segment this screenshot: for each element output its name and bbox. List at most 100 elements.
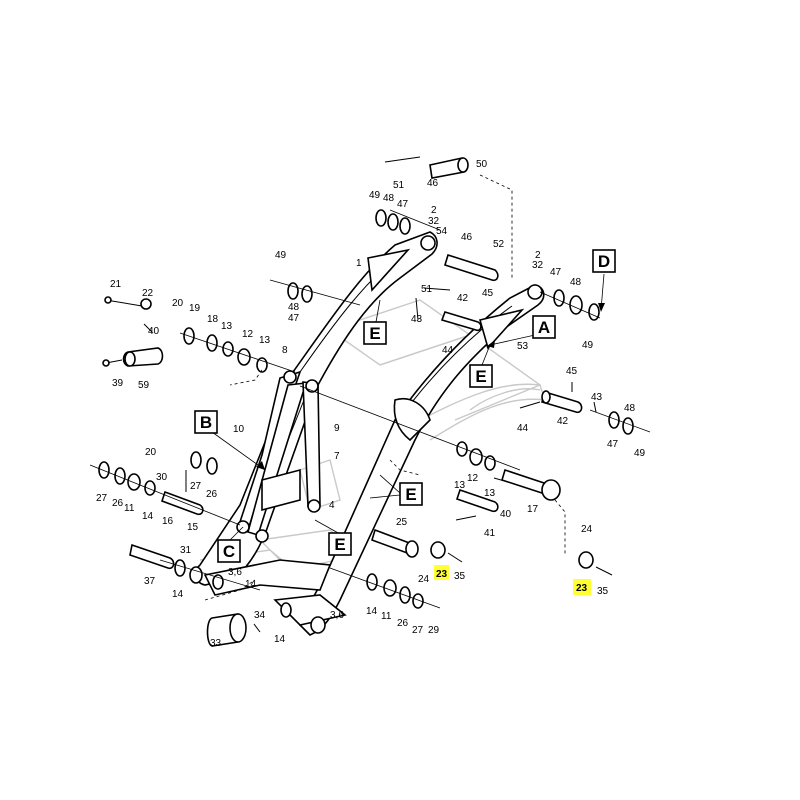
part-label-highlighted: 23 [576, 583, 588, 594]
alignment-lines [89, 174, 651, 609]
part-label: 11 [124, 503, 135, 514]
part-label: 10 [233, 424, 245, 435]
part-label: 48 [624, 403, 636, 414]
part-label: 34 [254, 610, 266, 621]
part-label: 2 [535, 250, 541, 261]
highlight-marks [434, 565, 591, 595]
part-label: 27 [412, 625, 424, 636]
callout-c-label: C [223, 542, 235, 561]
callout-boxes: A B C D E E [194, 249, 616, 563]
part-label: 46 [427, 178, 439, 189]
callout-a-label: A [538, 318, 550, 337]
part-label: 2 [431, 205, 437, 216]
part-label: 48 [288, 302, 300, 313]
part-label: 44 [517, 423, 529, 434]
part-label: 14 [245, 579, 257, 590]
part-label: 13 [454, 480, 466, 491]
part-label: 45 [566, 366, 578, 377]
part-label: 51 [421, 284, 433, 295]
part-label: 48 [570, 277, 582, 288]
part-label: 1 [356, 258, 362, 269]
part-label: 37 [144, 576, 156, 587]
part-label: 41 [484, 528, 496, 539]
part-label: 46 [461, 232, 473, 243]
part-label: 21 [110, 279, 122, 290]
part-label: 18 [207, 314, 219, 325]
part-label: 47 [550, 267, 562, 278]
lower-cross-member [203, 559, 347, 626]
part-label: 54 [436, 226, 448, 237]
part-label: 47 [607, 439, 619, 450]
part-label: 47 [288, 313, 300, 324]
part-label: 13 [259, 335, 271, 346]
part-label: 43 [411, 314, 423, 325]
callout-a: A [487, 315, 556, 348]
bolts [102, 287, 613, 633]
part-label: 20 [145, 447, 157, 458]
part-label: 30 [156, 472, 168, 483]
part-label: 42 [457, 293, 469, 304]
part-label: 35 [454, 571, 466, 582]
part-label: 49 [369, 190, 381, 201]
part-label: 33 [210, 638, 222, 649]
callout-e-center-label: E [405, 485, 416, 504]
part-number-labels: 50 51 46 49 48 47 2 32 54 46 52 1 2 32 4… [96, 159, 646, 649]
part-label: 13 [484, 488, 496, 499]
callout-e-right-label: E [475, 367, 486, 386]
part-label: 24 [418, 574, 430, 585]
part-label: 31 [180, 545, 192, 556]
callout-e-top: E [363, 299, 387, 345]
highlight-23-left [434, 565, 449, 580]
callout-c: C [217, 526, 244, 563]
part-label: 49 [634, 448, 646, 459]
boom-arm-right [299, 284, 545, 636]
part-label: 20 [172, 298, 184, 309]
part-label: 51 [393, 180, 405, 191]
part-label: 49 [275, 250, 287, 261]
part-label: 12 [467, 473, 479, 484]
part-label: 9 [334, 423, 340, 434]
part-label: 44 [442, 345, 454, 356]
part-label: 26 [206, 489, 218, 500]
part-label: 40 [148, 326, 160, 337]
part-label: 22 [142, 288, 154, 299]
part-label: 3,6 [228, 567, 242, 578]
part-label: 12 [242, 329, 254, 340]
part-label: 7 [334, 451, 340, 462]
callout-e-lower: E [314, 519, 352, 556]
part-label: 3,6 [330, 610, 344, 621]
part-label: 29 [428, 625, 440, 636]
callout-d-label: D [598, 252, 610, 271]
part-label: 45 [482, 288, 494, 299]
part-label: 17 [527, 504, 539, 515]
part-label: 25 [396, 517, 408, 528]
callout-e-top-label: E [369, 324, 380, 343]
part-label: 50 [476, 159, 488, 170]
linkage-arms [236, 370, 321, 543]
part-label: 35 [597, 586, 609, 597]
callout-e-center: E [369, 474, 423, 506]
part-label: 43 [591, 392, 603, 403]
part-label: 4 [329, 500, 335, 511]
part-label: 32 [532, 260, 544, 271]
part-label: 27 [96, 493, 108, 504]
pins-and-hardware [98, 156, 634, 647]
part-label: 49 [582, 340, 594, 351]
part-label-highlighted: 23 [436, 569, 448, 580]
part-label: 16 [162, 516, 174, 527]
part-label: 47 [397, 199, 409, 210]
part-label: 14 [172, 589, 184, 600]
highlight-23-right [573, 579, 591, 595]
part-label: 26 [397, 618, 409, 629]
part-label: 32 [428, 216, 440, 227]
part-label: 24 [581, 524, 593, 535]
part-label: 11 [381, 611, 392, 622]
callout-d: D [592, 249, 616, 312]
callout-e-right: E [469, 344, 493, 388]
callout-e-lower-label: E [334, 535, 345, 554]
callout-b: B [194, 410, 266, 471]
part-label: 14 [366, 606, 378, 617]
part-label: 15 [187, 522, 199, 533]
part-label: 14 [142, 511, 154, 522]
